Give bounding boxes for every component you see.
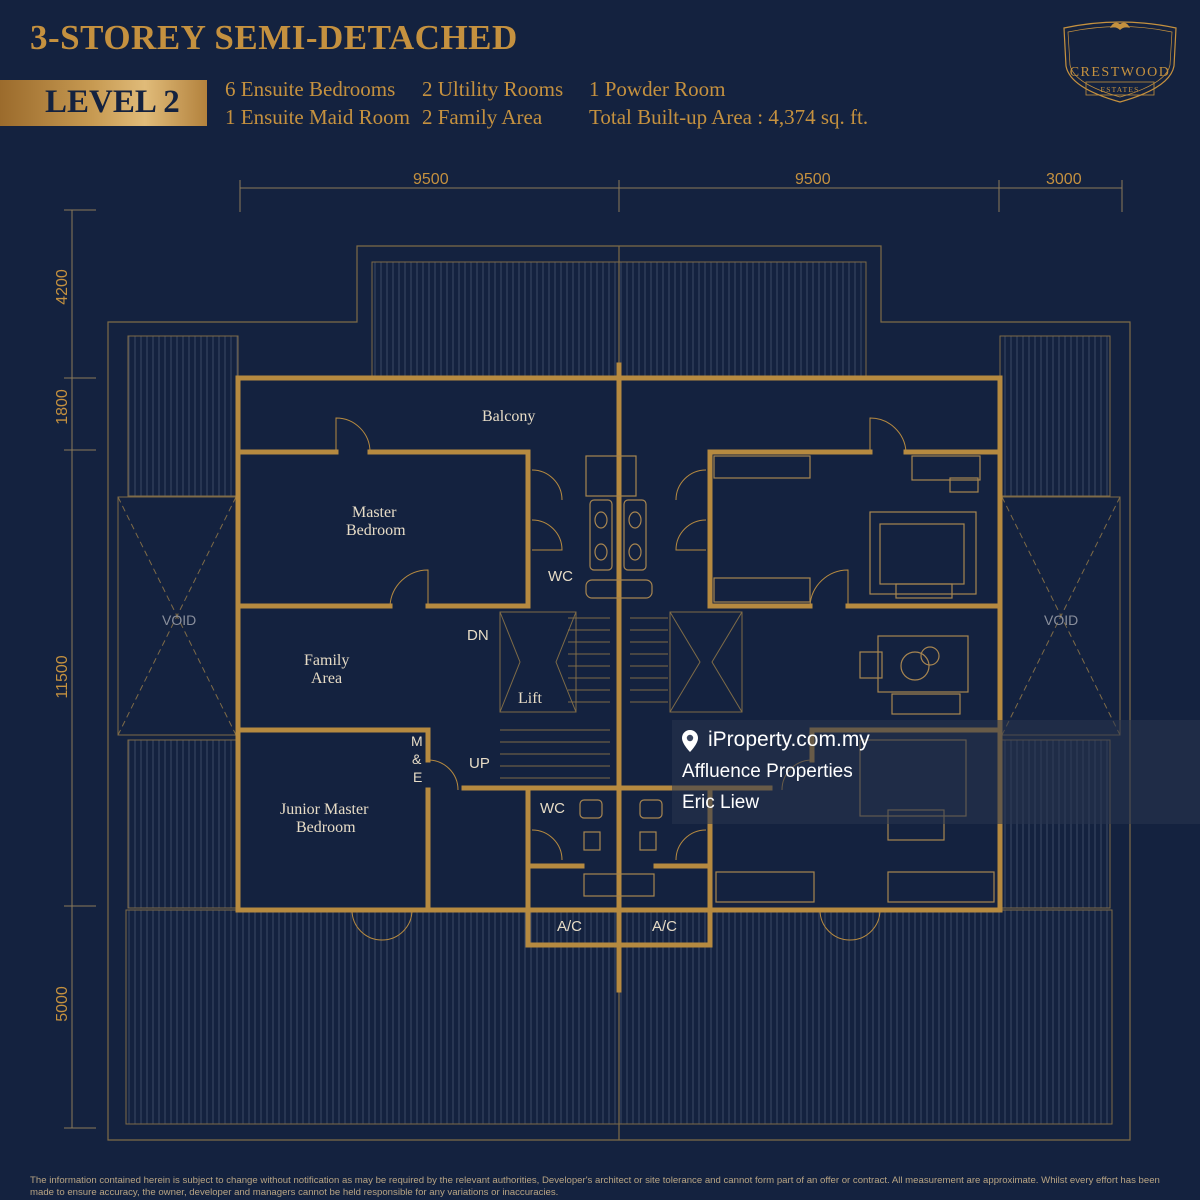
ac-left-label: A/C bbox=[557, 918, 583, 935]
spec-family-area: 2 Family Area bbox=[422, 105, 543, 129]
junior-master-label-2: Bedroom bbox=[296, 819, 356, 836]
dim-top-middle: 9500 bbox=[795, 171, 831, 188]
lift-label: Lift bbox=[518, 690, 542, 707]
level-badge: LEVEL 2 bbox=[0, 80, 207, 126]
stairs-down-label: DN bbox=[467, 627, 489, 644]
iproperty-watermark: iProperty.com.my Affluence Properties Er… bbox=[672, 720, 1200, 824]
spec-built-up-area: Total Built-up Area : 4,374 sq. ft. bbox=[589, 105, 869, 129]
spec-ensuite-bedrooms: 6 Ensuite Bedrooms bbox=[225, 77, 396, 101]
watermark-site: iProperty.com.my bbox=[708, 728, 870, 751]
stairs-up-label: UP bbox=[469, 755, 490, 772]
me-label-e: E bbox=[413, 769, 423, 785]
family-area-label-2: Area bbox=[311, 670, 343, 687]
logo-sub: ESTATES bbox=[1100, 85, 1139, 94]
family-area-label-1: Family bbox=[304, 652, 350, 669]
void-right-label: VOID bbox=[1044, 612, 1079, 628]
crestwood-logo: CRESTWOOD ESTATES bbox=[1058, 14, 1182, 109]
spec-maid-room: 1 Ensuite Maid Room bbox=[225, 105, 410, 129]
logo-name: CRESTWOOD bbox=[1070, 65, 1171, 80]
watermark-agency: Affluence Properties bbox=[682, 761, 853, 782]
page-title: 3-STOREY SEMI-DETACHED bbox=[30, 18, 518, 57]
master-bedroom-label-1: Master bbox=[352, 504, 397, 521]
dim-top-left: 9500 bbox=[413, 171, 449, 188]
void-left-label: VOID bbox=[162, 612, 197, 628]
junior-master-label-1: Junior Master bbox=[280, 801, 369, 818]
me-label-amp: & bbox=[412, 751, 422, 767]
wc-upper-label: WC bbox=[548, 568, 573, 585]
spec-utility-rooms: 2 Ultility Rooms bbox=[422, 77, 564, 101]
master-bedroom-label-2: Bedroom bbox=[346, 522, 406, 539]
ac-right-label: A/C bbox=[652, 918, 678, 935]
location-pin-icon bbox=[682, 730, 698, 757]
me-label-m: M bbox=[411, 733, 423, 749]
wc-lower-label: WC bbox=[540, 800, 565, 817]
level-label: LEVEL 2 bbox=[45, 84, 180, 120]
watermark-agent: Eric Liew bbox=[682, 792, 760, 813]
spec-powder-room: 1 Powder Room bbox=[589, 77, 726, 101]
disclaimer: The information contained herein is subj… bbox=[30, 1174, 1160, 1198]
dim-top-right: 3000 bbox=[1046, 171, 1082, 188]
balcony-label: Balcony bbox=[482, 408, 536, 425]
